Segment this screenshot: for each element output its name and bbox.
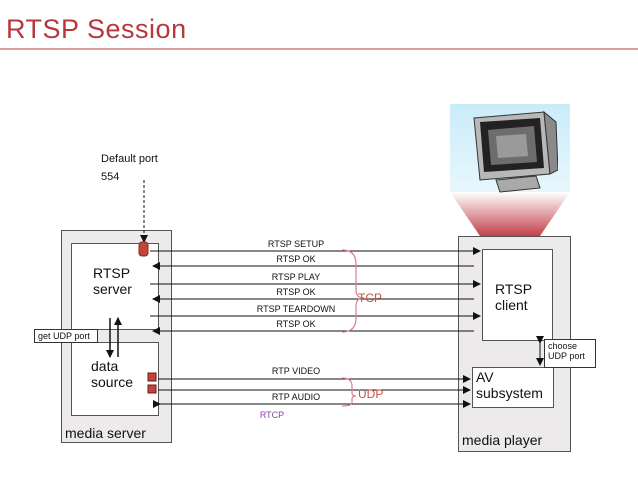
data-source-box [71, 342, 159, 416]
audio-port-marker [147, 384, 157, 394]
rtsp-teardown-label: RTSP TEARDOWN [256, 304, 336, 314]
title-divider [0, 48, 638, 50]
rtsp-ok-label-3: RTSP OK [276, 319, 316, 329]
media-player-label: media player [462, 432, 543, 448]
av-subsystem-label: AV subsystem [476, 369, 543, 401]
rtsp-port-marker [138, 241, 149, 257]
av-subsystem-box [472, 367, 554, 408]
udp-brace [341, 377, 357, 407]
rtsp-client-box [482, 249, 553, 341]
page-title: RTSP Session [6, 14, 187, 44]
crt-monitor-icon [473, 110, 558, 193]
rtsp-server-label: RTSP server [93, 265, 132, 297]
data-source-label: data source [91, 358, 134, 390]
video-port-marker [147, 372, 157, 382]
get-udp-port-note: get UDP port [34, 329, 98, 343]
udp-label: UDP [358, 387, 384, 401]
rtsp-server-box [71, 243, 159, 330]
rtsp-setup-label: RTSP SETUP [267, 239, 325, 249]
default-port-label: Default port 554 [101, 153, 158, 183]
choose-udp-port-note: choose UDP port [544, 339, 596, 368]
tcp-brace [341, 249, 365, 333]
rtcp-label: RTCP [259, 410, 285, 420]
media-server-label: media server [65, 425, 146, 441]
tcp-label: TCP [358, 291, 382, 305]
rtsp-client-label: RTSP client [495, 281, 533, 313]
rtsp-ok-label-1: RTSP OK [276, 254, 316, 264]
rtp-audio-label: RTP AUDIO [271, 392, 321, 402]
rtsp-play-label: RTSP PLAY [271, 272, 321, 282]
rtsp-ok-label-2: RTSP OK [276, 287, 316, 297]
rtp-video-label: RTP VIDEO [271, 366, 321, 376]
